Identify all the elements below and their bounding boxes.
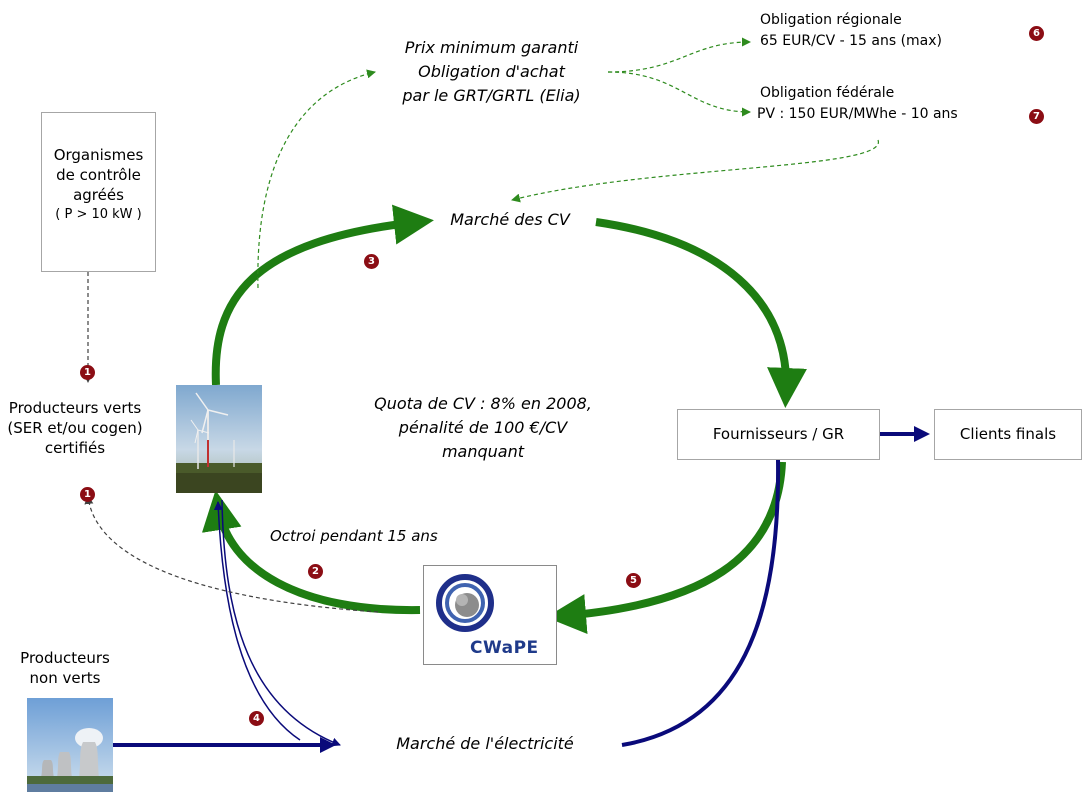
prix-minimum-line2: Obligation d'achat: [418, 62, 565, 81]
step-badge-1-top: 1: [80, 365, 95, 380]
quota-line3: manquant: [441, 442, 525, 461]
cwape-logo-icon: [436, 574, 494, 632]
marche-electricite-label: Marché de l'électricité: [396, 734, 574, 753]
clients-finals-label: Clients finals: [959, 425, 1057, 443]
fournisseurs-box: Fournisseurs / GR: [677, 409, 880, 460]
wind-turbine-image: [176, 385, 262, 493]
organismes-line1: Organismes: [53, 146, 144, 164]
blue-arrow-marche-to-fournisseurs: [621, 459, 781, 747]
organismes-line3: agréés: [73, 186, 124, 204]
obligation-regionale-label: Obligation régionale 65 EUR/CV - 15 ans …: [760, 11, 1000, 51]
prix-minimum-line1: Prix minimum garanti: [404, 38, 579, 57]
fournisseurs-label: Fournisseurs / GR: [712, 425, 845, 443]
step-badge-4: 4: [249, 711, 264, 726]
green-dashed-to-obligation-regionale: [607, 37, 751, 73]
quota-text: Quota de CV : 8% en 2008, pénalité de 10…: [348, 392, 618, 464]
green-dashed-to-marche-cv: [511, 139, 879, 203]
step-badge-5: 5: [626, 573, 641, 588]
blue-thin-arrow-to-producteurs: [213, 501, 301, 741]
prix-minimum-line3: par le GRT/GRTL (Elia): [402, 86, 581, 105]
producteurs-non-verts-line1: Producteurs: [20, 649, 110, 667]
green-dashed-to-obligation-federale: [607, 71, 751, 117]
obligation-regionale-title: Obligation régionale: [760, 12, 902, 28]
clients-finals-box: Clients finals: [934, 409, 1082, 460]
step-badge-6: 6: [1029, 26, 1044, 41]
blue-thin-arrow-to-marche: [221, 499, 341, 747]
producteurs-non-verts-line2: non verts: [29, 669, 101, 687]
green-dashed-to-prix-minimum: [257, 69, 376, 289]
green-arrow-to-cwape: [546, 461, 786, 635]
quota-line2: pénalité de 100 €/CV: [398, 418, 568, 437]
green-arrow-to-marche-cv: [211, 204, 434, 386]
power-plant-image: [27, 698, 113, 792]
quota-line1: Quota de CV : 8% en 2008,: [374, 394, 592, 413]
organismes-controle-box: Organismes de contrôle agréés ( P > 10 k…: [41, 112, 156, 272]
octroi-label: Octroi pendant 15 ans: [270, 527, 438, 545]
producteurs-non-verts-label: Producteurs non verts: [0, 648, 130, 688]
prix-minimum-label: Prix minimum garanti Obligation d'achat …: [375, 36, 608, 108]
green-arrow-to-fournisseurs: [595, 218, 808, 408]
obligation-federale-label: Obligation fédérale PV : 150 EUR/MWhe - …: [757, 84, 1007, 124]
organismes-line4: ( P > 10 kW ): [55, 207, 142, 222]
step-badge-3: 3: [364, 254, 379, 269]
organismes-line2: de contrôle: [56, 166, 141, 184]
producteurs-verts-label: Producteurs verts (SER et/ou cogen) cert…: [0, 398, 150, 458]
green-arrow-to-producteurs: [201, 490, 421, 615]
cwape-logo: CWaPE: [423, 565, 557, 665]
step-badge-7: 7: [1029, 109, 1044, 124]
obligation-federale-title: Obligation fédérale: [760, 85, 895, 101]
obligation-regionale-value: 65 EUR/CV - 15 ans (max): [760, 33, 942, 49]
cwape-logo-text: CWaPE: [470, 638, 539, 658]
producteurs-verts-line2: (SER et/ou cogen): [7, 419, 143, 437]
marche-cv-label: Marché des CV: [450, 210, 570, 229]
producteurs-verts-line1: Producteurs verts: [8, 399, 142, 417]
producteurs-verts-line3: certifiés: [44, 439, 106, 457]
obligation-federale-value: PV : 150 EUR/MWhe - 10 ans: [757, 106, 958, 122]
step-badge-2: 2: [308, 564, 323, 579]
grey-dashed-cwape-to-producteurs: [84, 495, 379, 613]
step-badge-1-bottom: 1: [80, 487, 95, 502]
